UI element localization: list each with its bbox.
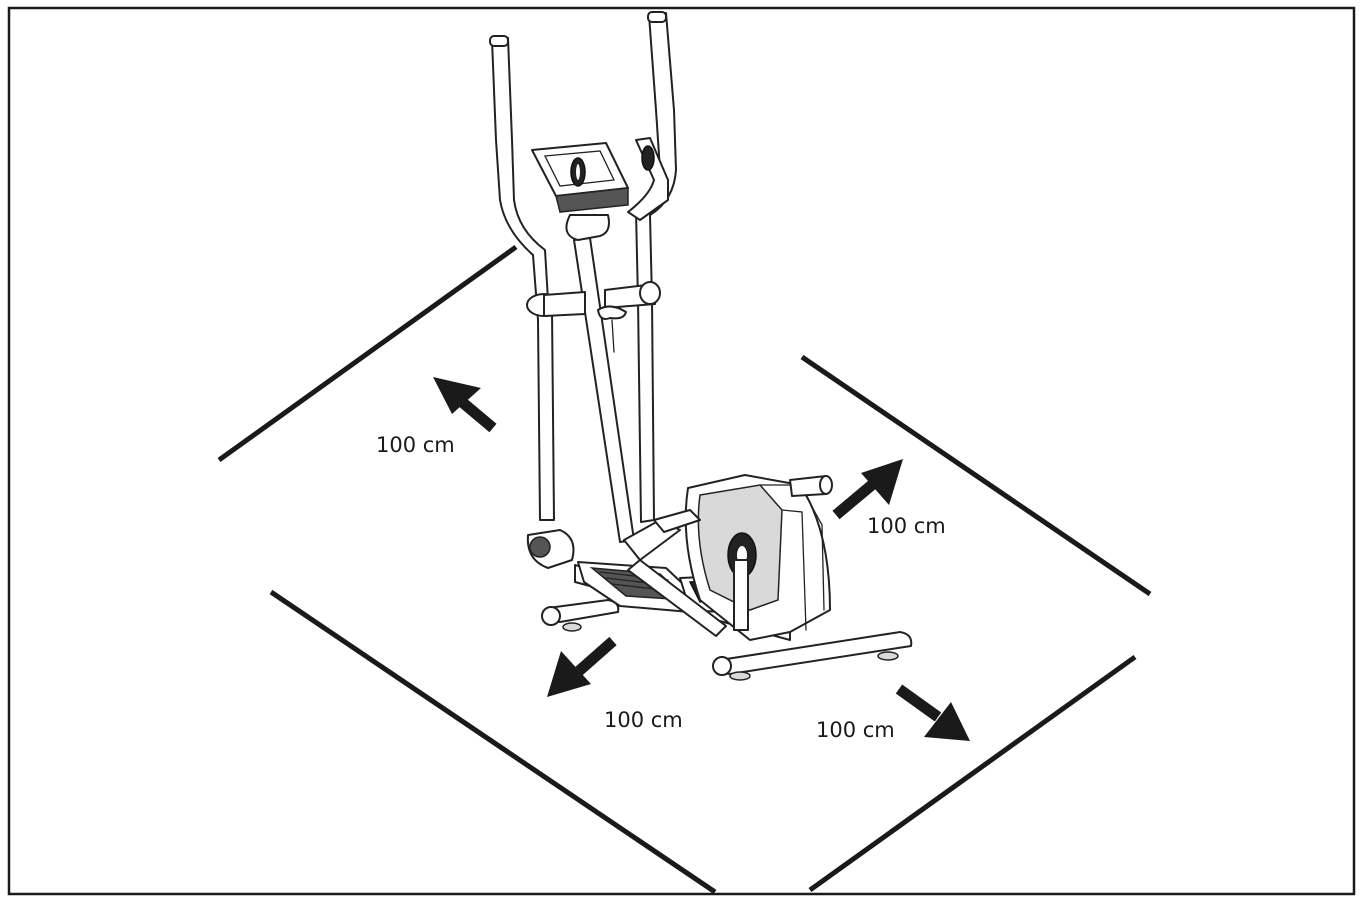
zone-line-back-left [217, 244, 518, 463]
arrow-icon-back-right [832, 459, 903, 520]
label-front-right: 100 cm [816, 718, 895, 742]
diagram-border [7, 6, 1356, 896]
elliptical-cross-trainer-icon [489, 11, 913, 681]
arrow-icon-back-left [433, 377, 497, 433]
arrow-icon-front-left [547, 636, 617, 697]
label-back-right: 100 cm [867, 514, 946, 538]
zone-line-front-left [269, 589, 717, 895]
arrow-icon-front-right [895, 684, 970, 741]
zone-line-back-right [800, 354, 1152, 597]
clearance-zone [217, 244, 1152, 895]
label-back-left: 100 cm [376, 433, 455, 457]
zone-line-front-right [808, 654, 1137, 893]
label-front-left: 100 cm [604, 708, 683, 732]
